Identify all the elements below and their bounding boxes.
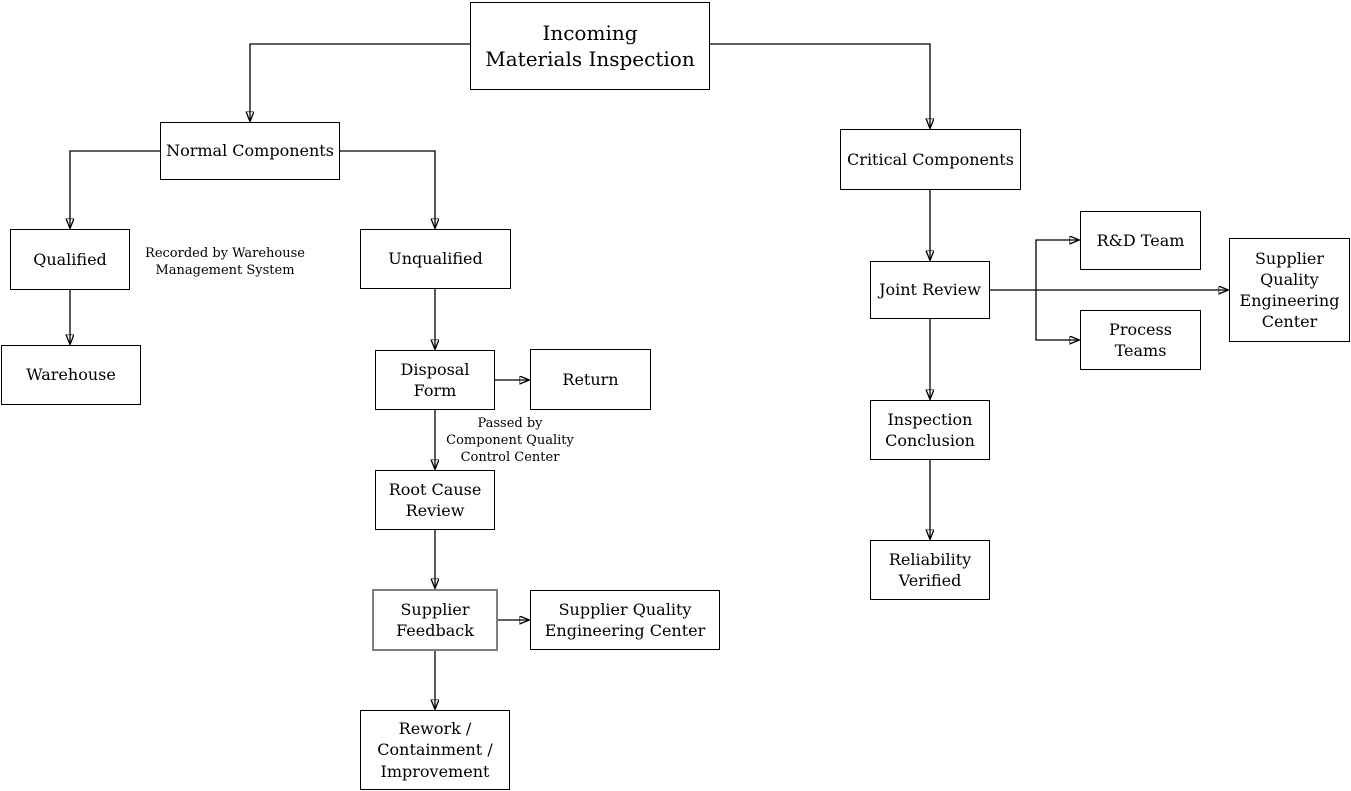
edge-joint-to-processteams (1035, 290, 1079, 340)
node-rd-team: R&D Team (1080, 211, 1201, 270)
note-recorded-by-warehouse-management-system: Recorded by Warehouse Management System (145, 246, 305, 279)
edge-title-to-normal (250, 43, 470, 121)
node-supplier-feedback: Supplier Feedback (372, 589, 498, 651)
node-supplier-quality-engineering-center-left: Supplier Quality Engineering Center (530, 590, 720, 650)
edge-normal-to-qualified (70, 150, 160, 228)
node-rework-containment-improvement: Rework / Containment / Improvement (360, 710, 510, 790)
node-root-cause-review: Root Cause Review (375, 470, 495, 530)
note-passed-by-component-quality-control-center: Passed by Component Quality Control Cent… (446, 416, 574, 466)
node-unqualified: Unqualified (360, 229, 511, 289)
edge-joint-to-rdteam (1035, 240, 1079, 290)
node-joint-review: Joint Review (870, 261, 990, 319)
node-supplier-quality-engineering-center-right: Supplier Quality Engineering Center (1229, 238, 1350, 342)
node-qualified: Qualified (10, 229, 130, 290)
node-return: Return (530, 349, 651, 410)
node-inspection-conclusion: Inspection Conclusion (870, 400, 990, 460)
edge-title-to-critical (710, 43, 930, 128)
node-normal-components: Normal Components (160, 122, 340, 180)
edge-normal-to-unqualified (340, 150, 435, 228)
node-reliability-verified: Reliability Verified (870, 540, 990, 600)
node-warehouse: Warehouse (1, 345, 141, 405)
node-incoming-materials-inspection: Incoming Materials Inspection (470, 2, 710, 90)
node-critical-components: Critical Components (840, 129, 1021, 190)
node-process-teams: Process Teams (1080, 310, 1201, 370)
node-disposal-form: Disposal Form (375, 350, 495, 410)
